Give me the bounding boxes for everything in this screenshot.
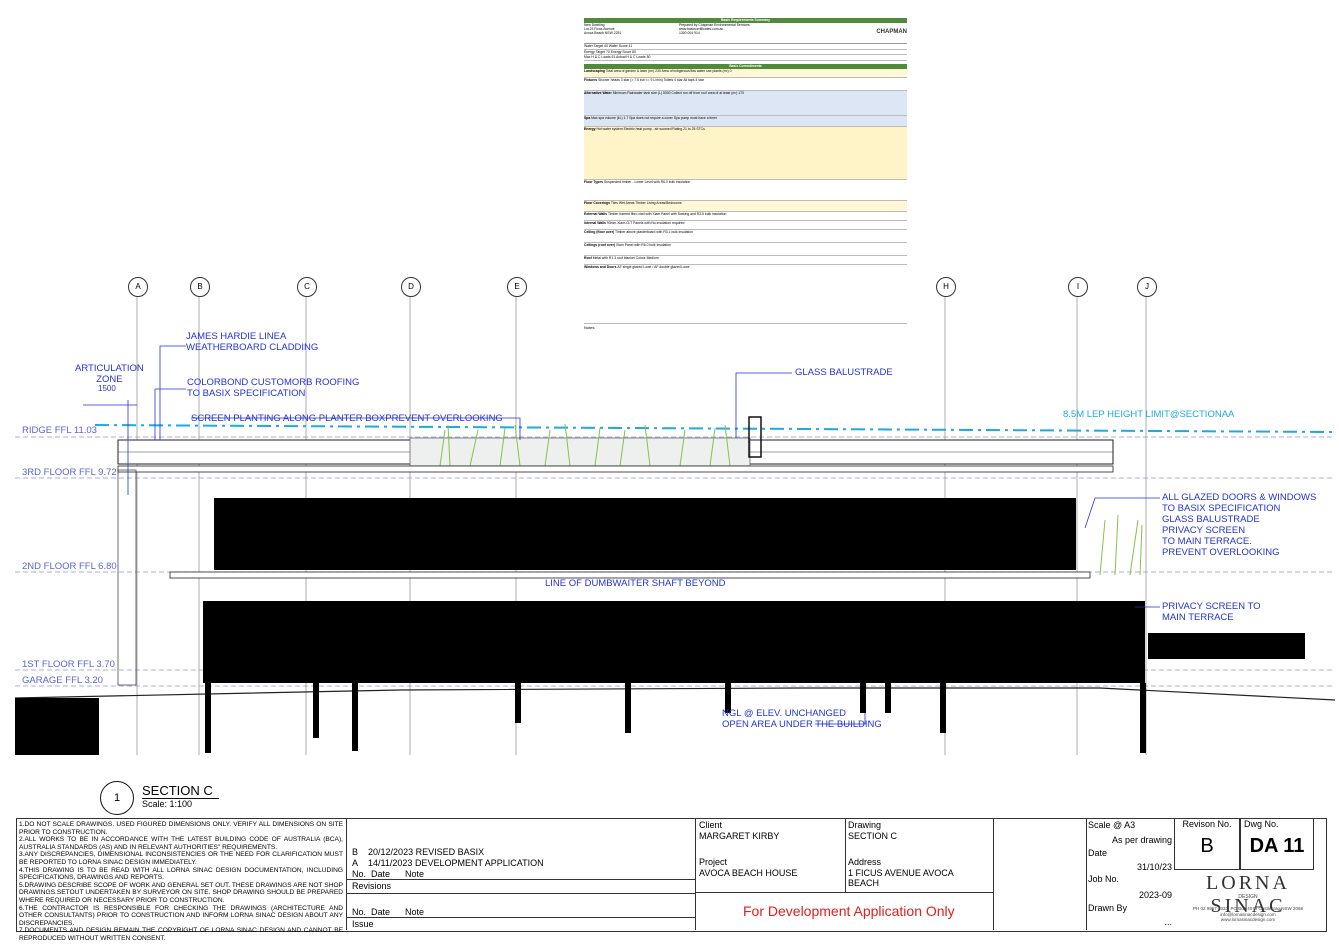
basix-row: Windows and Doors AF single glazed Lowe …: [584, 264, 907, 324]
basix-row: Alternative Water Minimum Rainwater tank…: [584, 90, 907, 116]
screen-planting: [439, 423, 1143, 576]
third-floor-slab: [117, 465, 1114, 473]
dwg-box: Dwg No. DA 11: [1240, 818, 1314, 870]
section-scale: Scale: 1:100: [142, 799, 193, 809]
garage-mass: [15, 698, 99, 755]
note-ngl: NGL @ ELEV. UNCHANGED OPEN AREA UNDER TH…: [722, 708, 882, 730]
address-value: 1 FICUS AVENUE AVOCA BEACH: [848, 868, 954, 888]
black-band-right: [1148, 633, 1305, 659]
title-block: [16, 818, 1327, 932]
level-second-floor: 2ND FLOOR FFL 6.80: [22, 561, 117, 572]
revision-row: A 14/11/2023 DEVELOPMENT APPLICATION: [352, 858, 544, 868]
planter-box: [409, 437, 751, 467]
grid-bubble-a: A: [128, 277, 148, 297]
note-cladding: JAMES HARDIE LINEA WEATHERBOARD CLADDING: [186, 331, 319, 353]
level-ridge: RIDGE FFL 11.03: [22, 425, 97, 436]
basix-row: Landscaping Total area of garden & lawn …: [584, 68, 907, 78]
address-label: Address: [848, 857, 882, 867]
date-label: Date: [1088, 848, 1108, 858]
basix-target-row: Energy Target 70 Energy Score 80: [584, 50, 907, 55]
revision-box: Revison No. B: [1174, 818, 1240, 870]
basix-row: Ceilings (roof over) Xlam Panel with R6.…: [584, 242, 907, 256]
section-number-bubble: 1: [100, 781, 134, 815]
chapman-logo: CHAPMAN: [876, 29, 907, 35]
note-screen-planting: SCREEN PLANTING ALONG PLANTER BOXPREVENT…: [191, 413, 503, 424]
basix-notes: Notes: [584, 324, 595, 330]
basix-target-row: Max H & C Loads 51 Actual H & C Loads 50: [584, 55, 907, 61]
glass-balustrade: [748, 416, 762, 458]
issue-label: Issue: [352, 919, 374, 929]
client-label: Client: [699, 820, 723, 830]
grid-bubble-h: H: [936, 277, 956, 297]
basix-row: Spa Max spa volume (kL) 1.7 Spa does not…: [584, 115, 907, 127]
level-third-floor: 3RD FLOOR FFL 9.72: [22, 467, 117, 478]
note-glazed: ALL GLAZED DOORS & WINDOWS TO BASIX SPEC…: [1162, 492, 1317, 558]
job-label: Job No.: [1088, 874, 1120, 884]
scale-label: Scale @ A3: [1088, 820, 1136, 830]
date-value: 31/10/23: [1136, 862, 1172, 872]
job-value: 2023-09: [1138, 890, 1172, 900]
general-notes: 1.DO NOT SCALE DRAWINGS. USED FIGURED DI…: [19, 821, 343, 942]
basix-row: Roof Metal with R1.3 roof blanket Colour…: [584, 255, 907, 265]
drawing-value: SECTION C: [848, 831, 898, 841]
firm-logo: LORNA SINAC: [1206, 872, 1290, 917]
black-band-upper: [214, 498, 1076, 570]
grid-bubble-e: E: [507, 277, 527, 297]
basix-row: Ceiling (floor over) Timber above plaste…: [584, 229, 907, 243]
client-value: MARGARET KIRBY: [699, 831, 780, 841]
basix-title: Basix Requirements Summary: [584, 18, 907, 23]
note-dumbwaiter: LINE OF DUMBWAITER SHAFT BEYOND: [545, 578, 726, 589]
issue-header: No. Date Note: [352, 907, 425, 917]
grid-bubble-c: C: [297, 277, 317, 297]
basix-row: External Walls Timber framed fibro clad …: [584, 211, 907, 221]
grid-bubble-b: B: [190, 277, 210, 297]
piers: [205, 683, 1146, 753]
da-only-stamp: For Development Application Only: [743, 903, 955, 919]
revision-box-value: B: [1200, 835, 1214, 857]
basix-row: Fixtures Shower heads 3 star (> 7.5 but …: [584, 77, 907, 91]
ground-line: [14, 687, 1336, 701]
level-first-floor: 1ST FLOOR FFL 3.70: [22, 659, 115, 670]
revisions-label: Revisions: [352, 881, 392, 891]
revision-box-label: Revison No.: [1182, 819, 1232, 829]
firm-sub: DESIGN: [1238, 894, 1258, 900]
basix-target-row: Water Target 40 Water Score 41: [584, 44, 907, 50]
grid-bubble-j: J: [1137, 277, 1157, 297]
basix-row: Floor Coverings Tiles Wet Areas Timber L…: [584, 200, 907, 212]
note-height-limit: 8.5M LEP HEIGHT LIMIT@SECTIONAA: [1063, 409, 1235, 420]
basix-commitments-title: Basix Commitments: [584, 63, 907, 69]
left-wall: [117, 469, 137, 686]
note-roofing: COLORBOND CUSTOMORB ROOFING TO BASIX SPE…: [187, 377, 360, 399]
note-glass-balustrade: GLASS BALUSTRADE: [795, 367, 893, 378]
dwg-box-value: DA 11: [1249, 835, 1305, 857]
project-label: Project: [699, 857, 728, 867]
basix-row: Internal Walls 90mm Xlam-CLT Panels with…: [584, 220, 907, 230]
drawn-label: Drawn By: [1088, 903, 1128, 913]
basix-row: Energy Hot water system Electric heat pu…: [584, 126, 907, 180]
black-band-lower: [203, 601, 1145, 683]
second-floor-slab: [169, 571, 1091, 579]
leader-lines: [83, 345, 1160, 725]
basix-prepared: Prepared by Chapman Environmental Servic…: [679, 23, 750, 36]
note-articulation-dim: 1500: [98, 384, 116, 393]
firm-contact: PH 02 9967 4333 PO Box 4079 Castlecrag N…: [1192, 906, 1304, 922]
drawing-label: Drawing: [848, 820, 882, 830]
section-drawing: [14, 295, 1336, 755]
revision-row: B 20/12/2023 REVISED BASIX: [352, 847, 485, 857]
project-value: AVOCA BEACH HOUSE: [699, 868, 798, 878]
height-limit-line: [94, 424, 1336, 433]
drawn-value: ...: [1164, 917, 1172, 927]
note-privacy: PRIVACY SCREEN TO MAIN TERRACE: [1162, 601, 1261, 623]
grid-bubble-i: I: [1068, 277, 1088, 297]
level-garage: GARAGE FFL 3.20: [22, 675, 103, 686]
revision-header: No. Date Note: [352, 869, 425, 879]
basix-row: Floor Types Suspended timber - Lower Lev…: [584, 179, 907, 201]
grid-bubble-d: D: [401, 277, 421, 297]
section-title: SECTION C: [142, 783, 219, 799]
dwg-box-label: Dwg No.: [1244, 819, 1279, 829]
note-articulation: ARTICULATION ZONE: [75, 363, 144, 385]
scale-value: As per drawing: [1111, 835, 1172, 845]
